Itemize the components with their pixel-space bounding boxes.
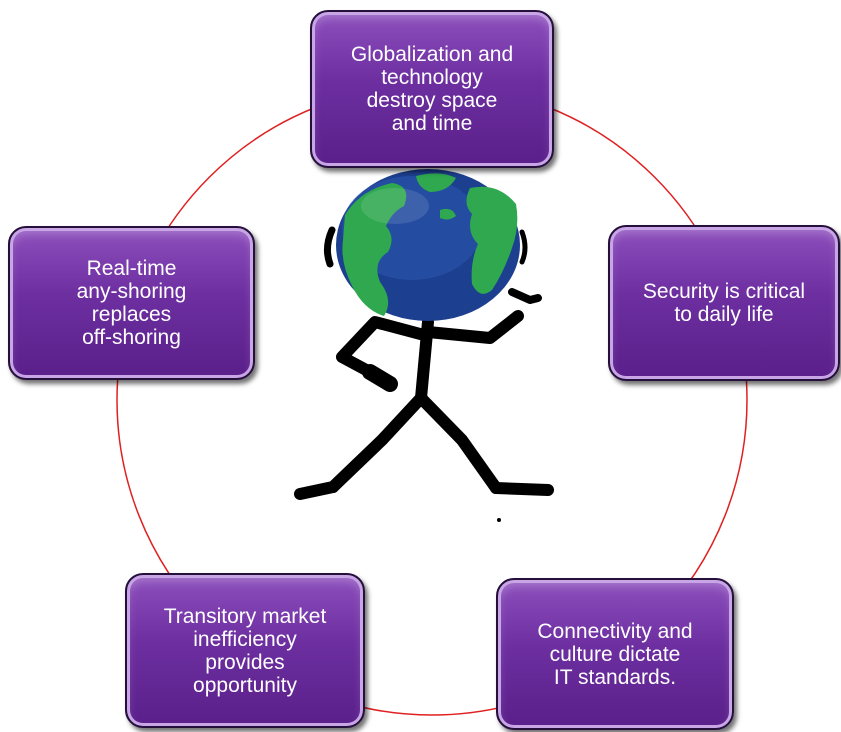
stick-figure-left-arm	[336, 316, 430, 378]
stray-dot	[497, 518, 501, 522]
node-connectivity: Connectivity and culture dictate IT stan…	[496, 578, 734, 730]
stick-figure-left-ear	[323, 226, 336, 268]
stick-figure-right-foot	[490, 482, 554, 496]
node-connectivity-label: Connectivity and culture dictate IT stan…	[537, 619, 693, 689]
globe-land-americas	[342, 183, 407, 316]
stick-figure-right-leg	[415, 392, 502, 494]
node-globalization: Globalization and technology destroy spa…	[310, 10, 554, 168]
stick-figure-left-leg	[327, 392, 427, 493]
stick-figure	[294, 226, 554, 522]
node-transitory: Transitory market inefficiency provides …	[125, 573, 365, 728]
node-security: Security is critical to daily life	[608, 225, 840, 381]
node-transitory-label: Transitory market inefficiency provides …	[163, 604, 327, 697]
stick-figure-left-hand	[362, 364, 398, 392]
node-security-label: Security is critical to daily life	[642, 280, 806, 326]
stick-figure-right-hand	[508, 288, 542, 304]
globe-highlight	[361, 188, 429, 224]
stick-figure-with-globe	[294, 169, 554, 522]
stick-figure-right-arm	[422, 310, 524, 344]
node-real-time-label: Real-time any-shoring replaces off-shori…	[76, 257, 187, 349]
globe-land-europe-africa	[466, 186, 518, 294]
node-globalization-label: Globalization and technology destroy spa…	[350, 43, 514, 135]
globe-icon	[336, 169, 520, 321]
node-real-time: Real-time any-shoring replaces off-shori…	[8, 226, 255, 380]
stick-figure-left-foot	[294, 481, 339, 500]
globe-land-greenland	[416, 173, 456, 192]
stick-figure-right-ear	[519, 229, 528, 265]
globe-land-small	[440, 208, 456, 220]
